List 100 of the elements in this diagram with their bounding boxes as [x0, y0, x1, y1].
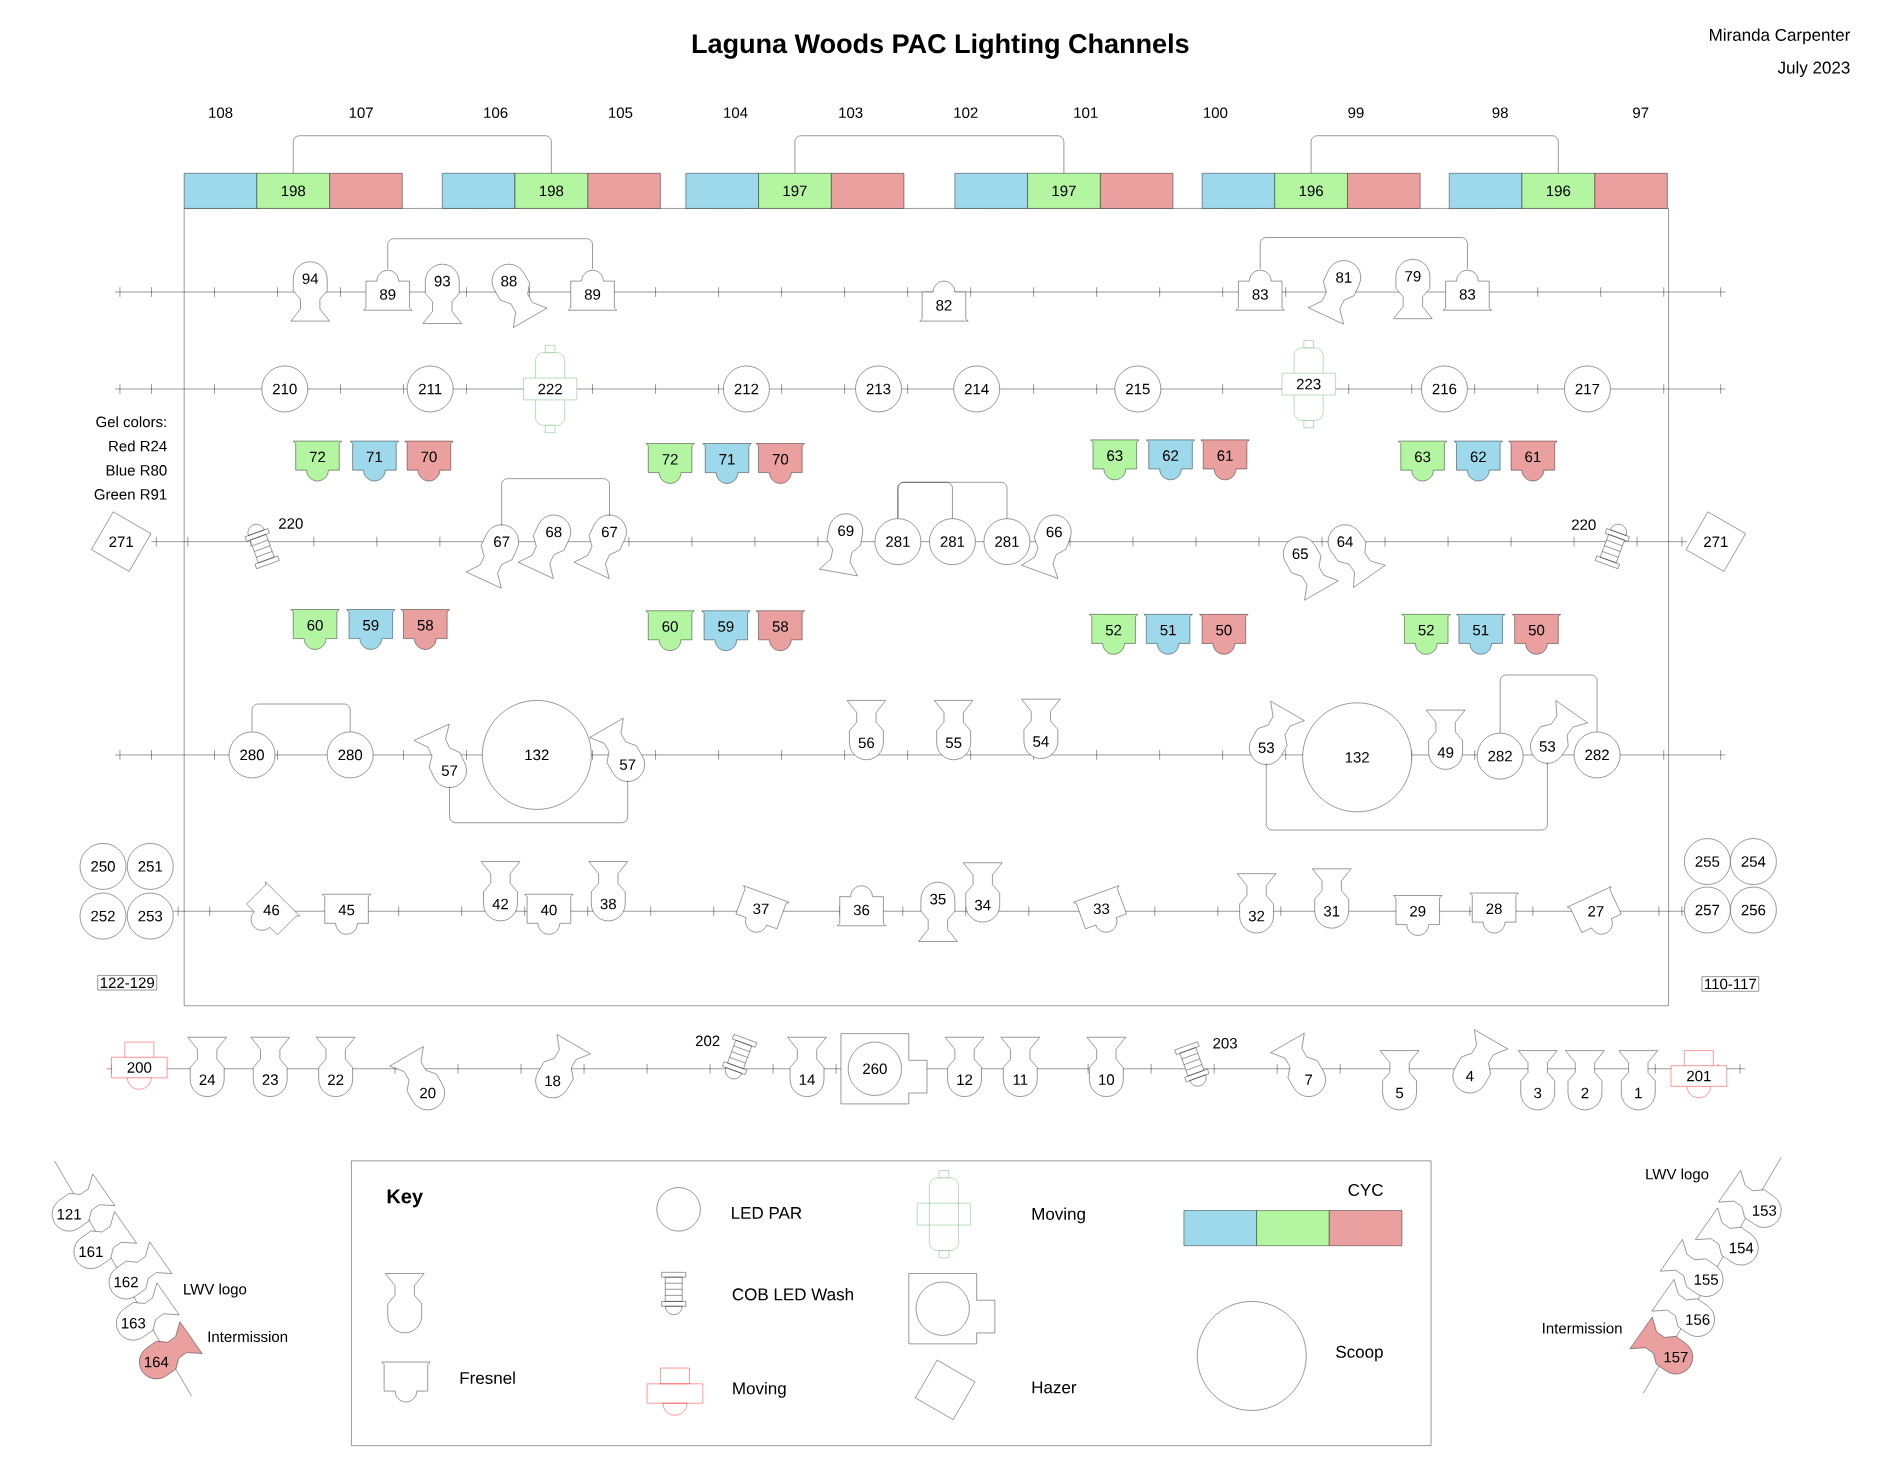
- par-fixture: 280: [228, 731, 276, 779]
- focus-note: LWV logo: [1646, 1168, 1709, 1183]
- fresnel-fixture: 36: [837, 885, 886, 927]
- tie-line: [897, 482, 1008, 519]
- spotlight-fixture: 11: [1000, 1037, 1040, 1098]
- cyc-light: 197: [954, 173, 1174, 209]
- spotlight-fixture: 1: [1618, 1050, 1658, 1111]
- channel-number: 108: [209, 107, 233, 119]
- fresnel-fixture: 29: [1393, 895, 1443, 936]
- channel-number: 105: [609, 107, 633, 119]
- fresnel-fixture: 51: [1456, 614, 1506, 655]
- cyc-light: 196: [1201, 173, 1421, 209]
- channel-number: 99: [1348, 107, 1364, 119]
- fresnel-fixture: 59: [701, 610, 751, 652]
- spotlight-fixture: 18: [535, 1034, 591, 1099]
- spotlight-fixture: 38: [588, 861, 628, 922]
- spotlight-fixture: 12: [944, 1037, 985, 1098]
- legend-label: CYC: [1348, 1184, 1383, 1197]
- focus-note: Intermission: [208, 1331, 288, 1343]
- moving-head-fixture: 200: [111, 1042, 168, 1090]
- spotlight-fixture: 5: [1380, 1050, 1420, 1111]
- par-fixture: 251: [127, 843, 174, 890]
- spotlight-fixture: 79: [1393, 259, 1433, 320]
- channel-number: 100: [1204, 107, 1228, 119]
- fresnel-fixture: 58: [755, 610, 805, 652]
- spotlight-fixture: 155: [1660, 1239, 1724, 1297]
- legend-label: Moving: [733, 1382, 786, 1398]
- spotlight-fixture: 55: [934, 700, 974, 761]
- par-fixture: 252: [79, 893, 127, 940]
- fresnel-fixture: 61: [1200, 439, 1250, 481]
- fresnel-fixture: 33: [1073, 885, 1127, 933]
- scoop-fixture: 132: [1302, 702, 1412, 813]
- spotlight-fixture: 66: [1021, 515, 1072, 579]
- node-label: 196: [1299, 185, 1323, 197]
- par-fixture: 214: [953, 365, 1000, 413]
- spotlight-fixture: 57: [413, 724, 467, 788]
- tie-line: [1266, 762, 1548, 831]
- channel-number: 102: [954, 107, 978, 119]
- wash-fixture: 202: [695, 1034, 757, 1080]
- gel-note: Gel colors:: [96, 416, 166, 428]
- par-fixture: 256: [1730, 887, 1777, 934]
- spotlight-fixture: 57: [589, 718, 645, 782]
- par-fixture: 213: [855, 365, 902, 413]
- tie-line: [1260, 237, 1468, 270]
- par-fixture: 281: [929, 518, 976, 566]
- par-fixture: 212: [723, 365, 770, 413]
- spotlight-fixture: 24: [187, 1037, 227, 1098]
- fresnel-fixture: 83: [1443, 270, 1492, 311]
- spotlight-fixture: 67: [465, 524, 519, 589]
- spotlight-fixture: 31: [1312, 868, 1352, 929]
- spotlight-fixture: 54: [1021, 699, 1061, 759]
- fresnel-fixture: 72: [293, 441, 342, 482]
- fresnel-fixture: 52: [1401, 614, 1451, 655]
- gel-note: Red R24: [109, 440, 167, 452]
- wash-fixture: 220: [244, 518, 303, 570]
- spotlight-fixture: 7: [1270, 1033, 1326, 1098]
- cyc-light: 196: [1449, 173, 1668, 209]
- spotlight-fixture: 153: [1718, 1170, 1782, 1228]
- par-fixture: 281: [983, 518, 1031, 566]
- spotlight-fixture: 35: [918, 882, 958, 942]
- fresnel-fixture: 58: [400, 609, 450, 650]
- spotlight-fixture: 69: [819, 513, 863, 577]
- channel-number: 104: [724, 107, 748, 119]
- cyc-light: 197: [685, 173, 905, 209]
- wash-fixture: 220: [1572, 519, 1630, 570]
- spotlight-fixture: 22: [316, 1037, 356, 1098]
- tie-line: [501, 478, 610, 527]
- spotlight-fixture: 93: [422, 264, 462, 324]
- stinger-fixture: 260: [840, 1033, 928, 1105]
- channel-number: 103: [839, 107, 863, 119]
- moving-head-fixture: 222: [523, 345, 577, 433]
- fresnel-fixture: 45: [322, 894, 371, 935]
- focus-note: Intermission: [1543, 1322, 1622, 1334]
- tie-line: [387, 238, 593, 270]
- spotlight-fixture: 88: [491, 264, 548, 328]
- node-label: 197: [783, 185, 807, 197]
- fresnel-fixture: 61: [1508, 441, 1558, 482]
- channel-number: 101: [1074, 107, 1098, 119]
- wash-fixture: 203: [1174, 1038, 1237, 1087]
- tie-line: [293, 135, 552, 174]
- spotlight-fixture: 14: [787, 1037, 827, 1098]
- spotlight-fixture: 2: [1565, 1050, 1605, 1111]
- fresnel-fixture: 89: [363, 270, 413, 311]
- moving-head-fixture: 223: [1281, 340, 1336, 429]
- spotlight-fixture: 94: [290, 261, 330, 322]
- par-fixture: 215: [1114, 365, 1162, 413]
- par-fixture: 255: [1684, 838, 1731, 885]
- node-label: 197: [1052, 185, 1076, 197]
- spotlight-fixture: 32: [1237, 873, 1277, 934]
- spotlight-fixture: 162: [108, 1241, 173, 1300]
- tie-line: [1310, 135, 1559, 174]
- fresnel-fixture: 27: [1567, 886, 1622, 935]
- fresnel-fixture: 70: [404, 441, 454, 482]
- date: July 2023: [1777, 61, 1850, 78]
- fresnel-fixture: 83: [1235, 270, 1285, 311]
- spotlight-fixture: 68: [518, 515, 571, 579]
- spotlight-fixture: 3: [1518, 1050, 1558, 1111]
- par-fixture: 253: [127, 893, 174, 940]
- tie-line: [251, 704, 351, 733]
- par-fixture: 210: [261, 365, 308, 413]
